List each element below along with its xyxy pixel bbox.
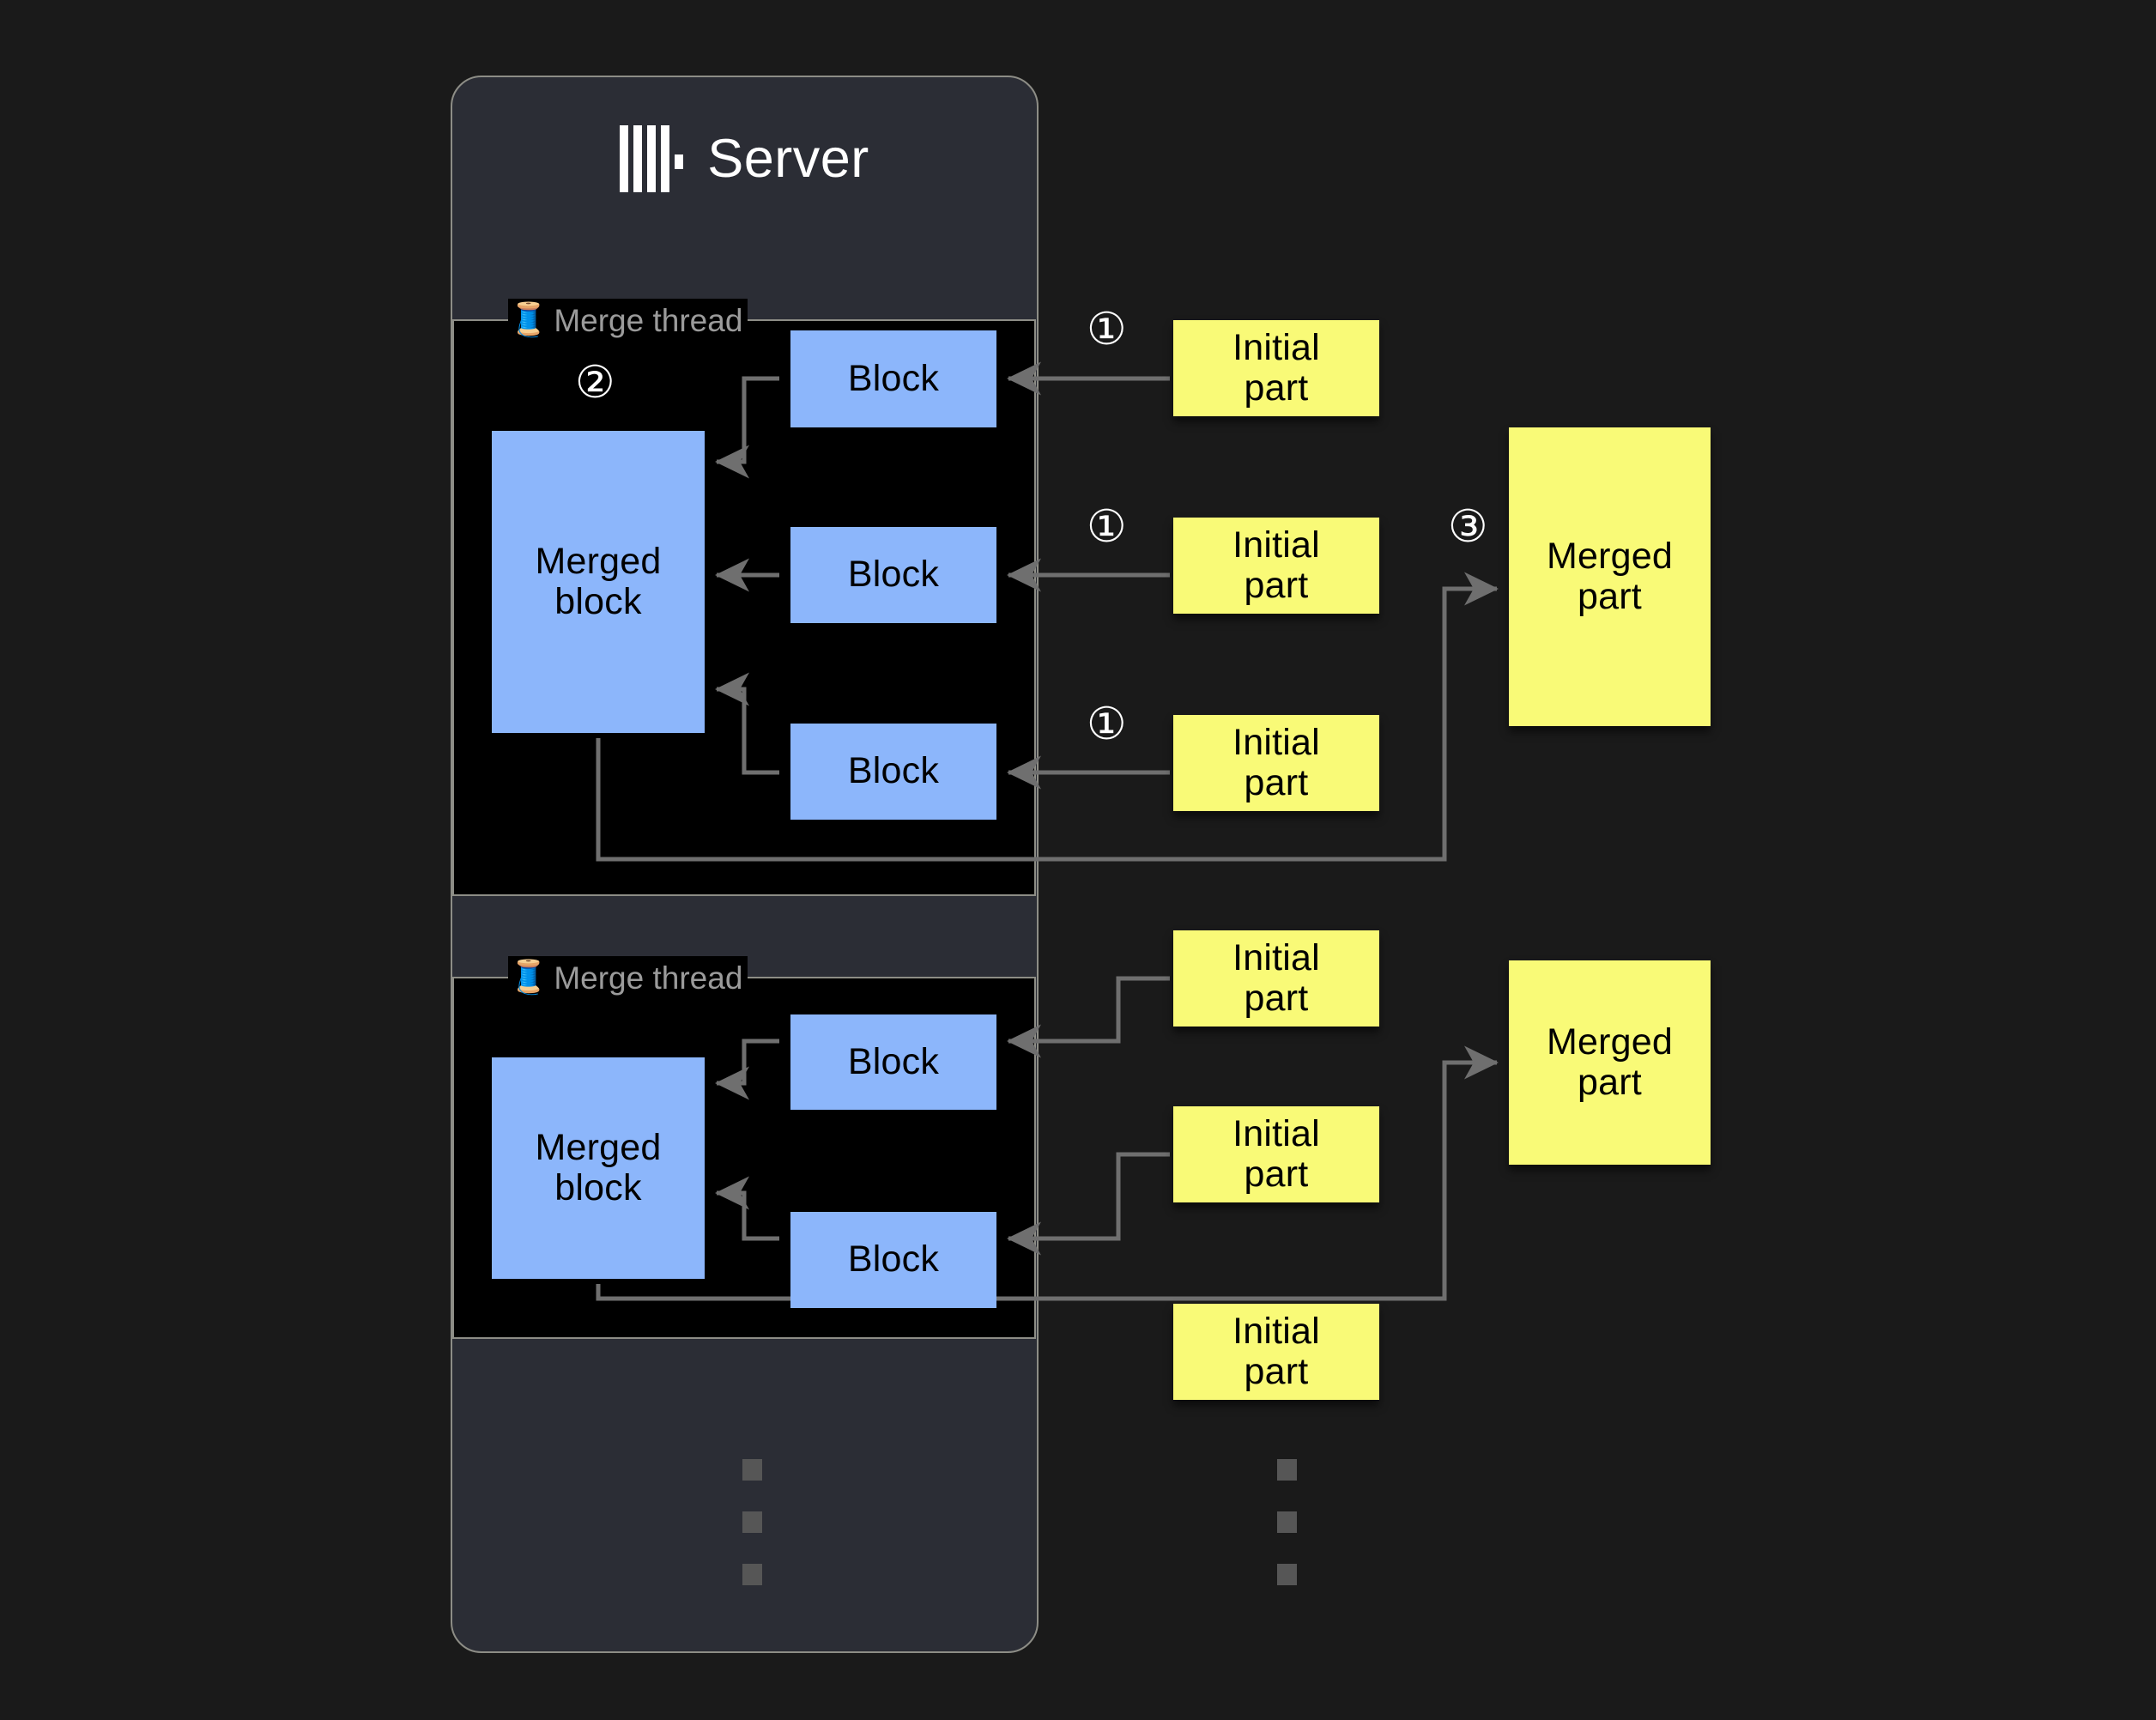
- thread-spool-icon: 🧵: [508, 302, 549, 338]
- merge-thread-label-text: Merge thread: [554, 302, 743, 338]
- ellipsis-dot: [742, 1459, 762, 1481]
- block-box: Block: [790, 1212, 996, 1308]
- ellipsis-dots-server: [742, 1459, 762, 1616]
- block-box: Block: [790, 527, 996, 623]
- thread-spool-icon: 🧵: [508, 960, 549, 996]
- merge-thread-label-1: 🧵 Merge thread: [508, 299, 748, 342]
- ellipsis-dot: [742, 1511, 762, 1533]
- block-label: Block: [847, 1040, 940, 1082]
- ellipsis-dots-parts: [1277, 1459, 1297, 1616]
- step-badge-1-middle: ①: [1087, 501, 1127, 553]
- merged-block-box: Merged block: [492, 431, 705, 733]
- block-label: Block: [847, 357, 940, 399]
- server-title-row: Server: [451, 112, 1039, 206]
- ellipsis-dot: [1277, 1564, 1297, 1585]
- step-badge-2: ②: [575, 357, 615, 409]
- ellipsis-dot: [742, 1564, 762, 1585]
- server-title: Server: [707, 128, 869, 189]
- merged-block-box: Merged block: [492, 1057, 705, 1279]
- block-box: Block: [790, 1014, 996, 1110]
- step-badge-1-bottom: ①: [1087, 699, 1127, 750]
- ellipsis-dot: [1277, 1459, 1297, 1481]
- block-label: Block: [847, 554, 940, 596]
- step-badge-1-top: ①: [1087, 304, 1127, 355]
- block-label: Block: [847, 1239, 940, 1281]
- block-box: Block: [790, 724, 996, 820]
- ellipsis-dot: [1277, 1511, 1297, 1533]
- merge-thread-label-text: Merge thread: [554, 960, 743, 996]
- block-box: Block: [790, 330, 996, 427]
- block-label: Block: [847, 750, 940, 792]
- merged-block-label: Merged block: [535, 540, 662, 622]
- step-badge-3: ③: [1448, 501, 1488, 553]
- merge-thread-label-2: 🧵 Merge thread: [508, 956, 748, 999]
- clickhouse-logo-icon: [620, 125, 684, 192]
- merged-block-label: Merged block: [535, 1126, 662, 1208]
